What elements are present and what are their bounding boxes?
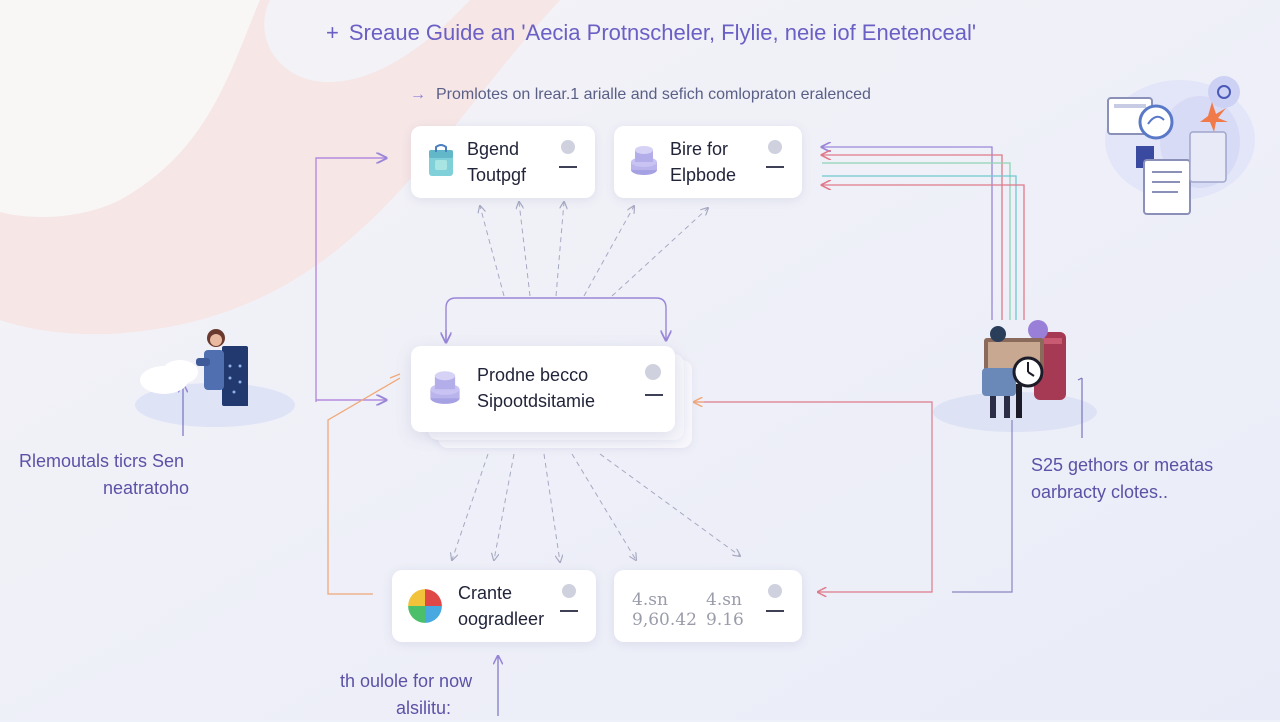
value-cell: 9,60.42 — [632, 610, 697, 630]
card-bottom-right[interactable]: 4.sn 4.sn 9,60.42 9.16 — [614, 570, 802, 642]
status-dot — [645, 364, 661, 380]
dashboard-devices-illustration — [1107, 76, 1240, 215]
status-dot — [768, 140, 782, 154]
plus-icon: + — [326, 20, 339, 45]
card-top-left-line2: Toutpgf — [467, 165, 527, 185]
stack-layers-icon — [631, 146, 657, 175]
right-description: S25 gethors or meatas oarbracty clotes.. — [1031, 452, 1213, 506]
card-top-right[interactable]: Bire for Elpbode — [614, 126, 802, 198]
card-center[interactable]: Prodne becco Sipootdsitamie — [411, 346, 675, 432]
stack-layers-icon — [430, 371, 460, 404]
card-center-line2: Sipootdsitamie — [477, 391, 596, 411]
card-bottom-right-values: 4.sn 4.sn 9,60.42 9.16 — [632, 590, 780, 630]
card-top-right-label: Bire for Elpbode — [670, 136, 736, 188]
bottom-description: th oulole for now alsilitu: — [340, 668, 472, 722]
menu-dash-icon[interactable] — [766, 166, 784, 168]
menu-dash-icon[interactable] — [560, 610, 578, 612]
diagram-subtitle: → Promlotes on lrear.1 arialle and sefich… — [410, 86, 970, 104]
card-top-left[interactable]: Bgend Toutpgf — [411, 126, 595, 198]
menu-dash-icon[interactable] — [559, 166, 577, 168]
person-with-server-illustration — [140, 329, 248, 406]
card-bottom-left-line2: oogradleer — [458, 609, 545, 629]
card-center-line1: Prodne becco — [477, 365, 589, 385]
bottom-description-line1: th oulole for now — [340, 671, 473, 691]
value-cell: 4.sn — [632, 590, 668, 610]
left-description: Rlemoutals ticrs Sen neatratoho — [19, 448, 189, 502]
card-bottom-left-line1: Crante — [458, 583, 513, 603]
value-cell: 4.sn — [706, 590, 742, 610]
card-top-left-line1: Bgend — [467, 139, 520, 159]
status-dot — [561, 140, 575, 154]
status-dot — [768, 584, 782, 598]
card-top-right-line1: Bire for — [670, 139, 729, 159]
status-dot — [562, 584, 576, 598]
diagram-subtitle-text: Promlotes on lrear.1 arialle and sefich … — [436, 86, 871, 103]
shopping-bag-icon — [429, 144, 453, 176]
value-cell: 9.16 — [706, 610, 744, 630]
card-top-right-line2: Elpbode — [670, 165, 737, 185]
arrow-right-icon: → — [410, 86, 426, 103]
left-description-line2: neatratoho — [103, 478, 190, 498]
card-bottom-left[interactable]: Crante oogradleer — [392, 570, 596, 642]
card-center-label: Prodne becco Sipootdsitamie — [477, 362, 595, 414]
menu-dash-icon[interactable] — [645, 394, 663, 396]
menu-dash-icon[interactable] — [766, 610, 784, 612]
pie-chart-icon — [408, 589, 442, 623]
bottom-description-line2: alsilitu: — [396, 698, 452, 718]
card-top-left-label: Bgend Toutpgf — [467, 136, 526, 188]
person-at-desk-illustration — [982, 320, 1066, 418]
card-bottom-left-label: Crante oogradleer — [458, 580, 544, 632]
left-description-line1: Rlemoutals ticrs Sen — [19, 451, 185, 471]
diagram-title-text: Sreaue Guide an 'Aecia Protnscheler, Fly… — [348, 20, 977, 45]
right-description-line2: oarbracty clotes.. — [1031, 482, 1169, 502]
right-description-line1: S25 gethors or meatas — [1031, 455, 1214, 475]
diagram-title: + Sreaue Guide an 'Aecia Protnscheler, Fl… — [326, 20, 1086, 46]
